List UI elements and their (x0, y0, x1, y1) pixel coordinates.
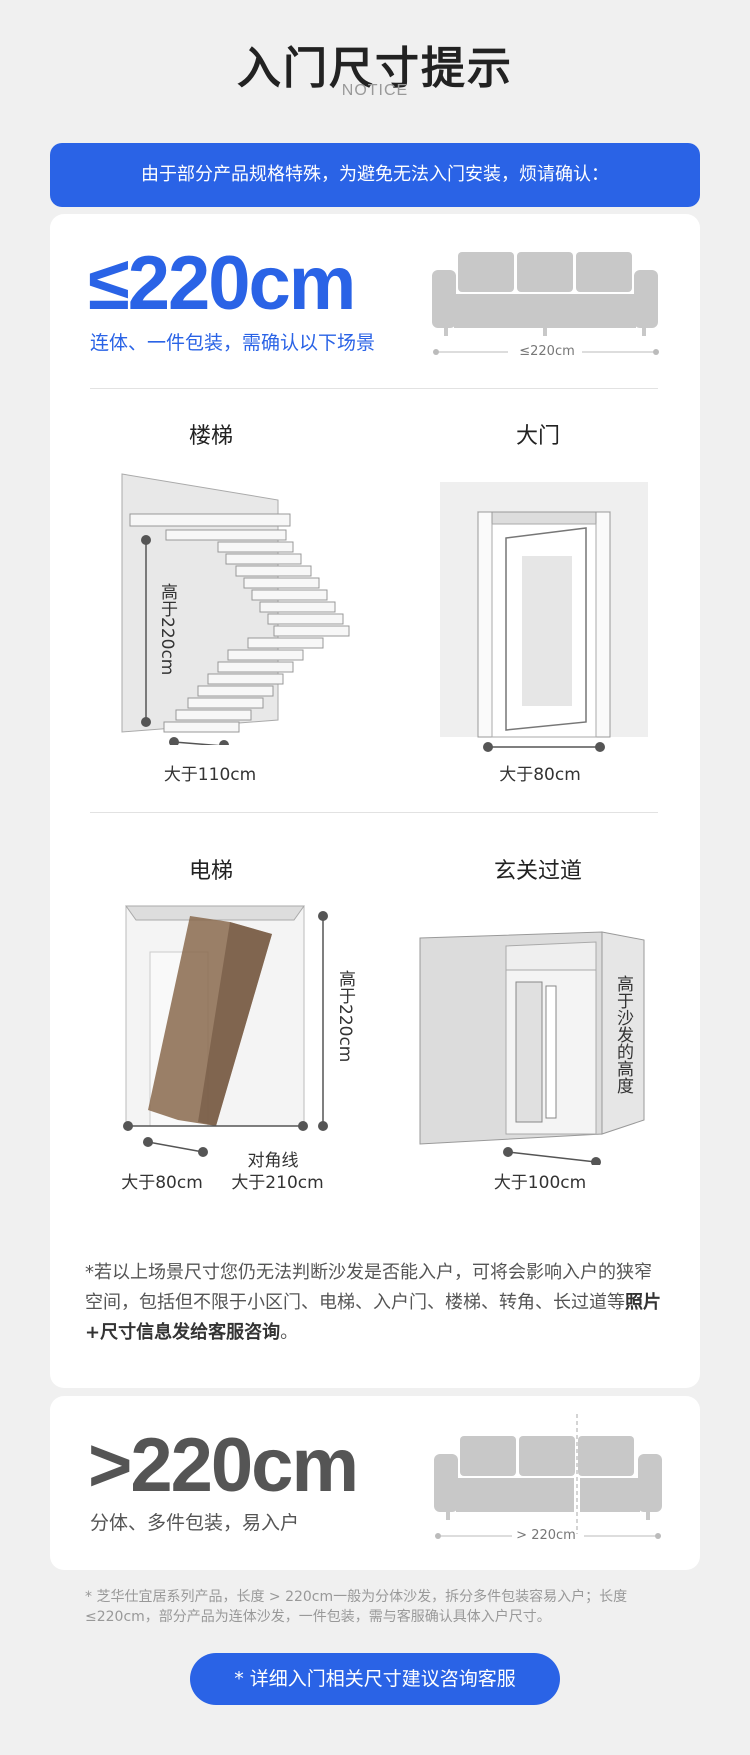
scene-title-elevator: 电梯 (188, 859, 233, 884)
scene-title-door: 大门 (515, 424, 560, 449)
elevator-width-label: 大于80cm (121, 1173, 203, 1193)
door-width-label: 大于80cm (499, 765, 581, 785)
small-size-desc: 连体、一件包装，需确认以下场景 (90, 332, 376, 354)
page-subtitle: NOTICE (341, 82, 409, 99)
sofa-length-caption: ≤220cm (519, 344, 575, 359)
divider (90, 812, 658, 813)
scene-note-end: 。 (280, 1322, 299, 1343)
sectional-length-caption: > 220cm (516, 1528, 576, 1543)
sofa-icon (432, 252, 659, 355)
scene-title-hallway: 玄关过道 (493, 859, 582, 884)
divider (90, 388, 658, 389)
elevator-illustration-icon (123, 905, 328, 1157)
door-illustration-icon (440, 482, 648, 752)
small-sofa-card (50, 214, 700, 1388)
scene-title-stairs: 楼梯 (188, 424, 233, 449)
large-size-label: >220cm (88, 1423, 359, 1508)
elevator-height-label: 高于220cm (335, 970, 355, 1063)
hallway-height-label: 高于沙发的高度 (613, 975, 633, 1094)
small-size-label: ≤220cm (88, 241, 356, 326)
footer-note: * 芝华仕宜居系列产品，长度 > 220cm一般为分体沙发，拆分多件包装容易入户… (85, 1589, 628, 1625)
scene-note-text: *若以上场景尺寸您仍无法判断沙发是否能入户，可将会影响入户的狭窄空间，包括但不限… (85, 1262, 652, 1313)
consult-service-button[interactable]: * 详细入门相关尺寸建议咨询客服 (190, 1653, 560, 1705)
large-size-desc: 分体、多件包装，易入户 (90, 1512, 300, 1534)
elevator-diagonal-label: 大于210cm (231, 1173, 324, 1193)
sectional-sofa-icon (434, 1414, 662, 1539)
stairs-illustration-icon (121, 473, 350, 745)
scene-note-emphasis: 照片+尺寸信息发给客服咨询 (85, 1292, 661, 1343)
elevator-diagonal-title: 对角线 (247, 1151, 299, 1171)
stairs-height-label: 高于220cm (157, 583, 177, 676)
scene-note: *若以上场景尺寸您仍无法判断沙发是否能入户，可将会影响入户的狭窄空间，包括但不限… (85, 1258, 665, 1348)
hallway-illustration-icon (419, 931, 645, 1165)
hallway-width-label: 大于100cm (493, 1173, 587, 1193)
page-title: 入门尺寸提示 (237, 43, 513, 94)
stairs-width-label: 大于110cm (163, 765, 257, 785)
notice-banner: 由于部分产品规格特殊，为避免无法入门安装，烦请确认： (50, 143, 700, 207)
